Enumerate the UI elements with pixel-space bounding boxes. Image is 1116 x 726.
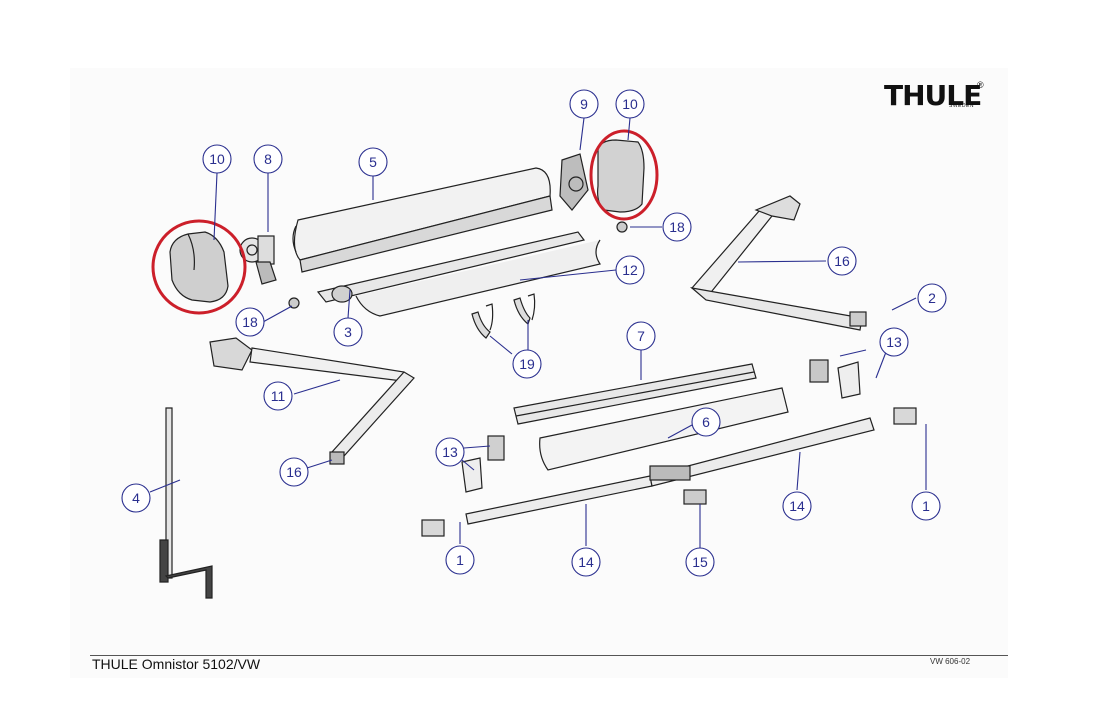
callout-circle	[626, 321, 656, 351]
callout-circle	[263, 381, 293, 411]
callout-number: 7	[637, 328, 645, 344]
callout-circle	[685, 547, 715, 577]
logo-subtext: SWEDEN	[949, 103, 974, 109]
callout-number: 19	[519, 356, 535, 372]
callout-number: 16	[834, 253, 850, 269]
callout-circle	[358, 147, 388, 177]
callout-number: 11	[271, 388, 286, 404]
callout-circle	[333, 317, 363, 347]
callout-number: 3	[344, 324, 352, 340]
callout-circle	[917, 283, 947, 313]
callout-number: 4	[132, 490, 140, 506]
callout-number: 16	[286, 464, 302, 480]
callout-number: 10	[209, 151, 225, 167]
callout-number: 18	[242, 314, 258, 330]
callout-circle	[253, 144, 283, 174]
highlight-circles	[151, 129, 659, 315]
callout-circle	[445, 545, 475, 575]
callout-circle	[512, 349, 542, 379]
thule-logo: THULE	[884, 79, 982, 112]
callout-circle	[615, 89, 645, 119]
callout-circle	[235, 307, 265, 337]
callout-number: 13	[886, 334, 902, 350]
callout-number: 14	[789, 498, 805, 514]
callout-circle	[569, 89, 599, 119]
callout-number: 18	[669, 219, 685, 235]
footer-rule	[90, 655, 1008, 656]
callout-circle	[662, 212, 692, 242]
callout-number: 14	[578, 554, 594, 570]
callout-number: 2	[928, 290, 936, 306]
footer-title: THULE Omnistor 5102/VW	[92, 656, 261, 672]
callout-circle	[279, 457, 309, 487]
registered-mark: ®	[977, 80, 984, 90]
callout-circle	[691, 407, 721, 437]
callout-number: 12	[622, 262, 638, 278]
footer-code: VW 606-02	[930, 657, 971, 666]
callout-circle	[435, 437, 465, 467]
callout-number: 13	[442, 444, 458, 460]
callout-number: 6	[702, 414, 710, 430]
callout-circle	[615, 255, 645, 285]
callout-circle	[782, 491, 812, 521]
callout-circle	[911, 491, 941, 521]
callout-circle	[202, 144, 232, 174]
callout-circle	[827, 246, 857, 276]
callout-number: 5	[369, 154, 377, 170]
callout-circle	[879, 327, 909, 357]
callout-number: 15	[692, 554, 708, 570]
callout-number: 10	[622, 96, 638, 112]
callout-number: 8	[264, 151, 272, 167]
callout-number: 1	[922, 498, 930, 514]
callout-circle	[571, 547, 601, 577]
callout-circle	[121, 483, 151, 513]
callout-number: 1	[456, 552, 464, 568]
callout-number: 9	[580, 96, 588, 112]
